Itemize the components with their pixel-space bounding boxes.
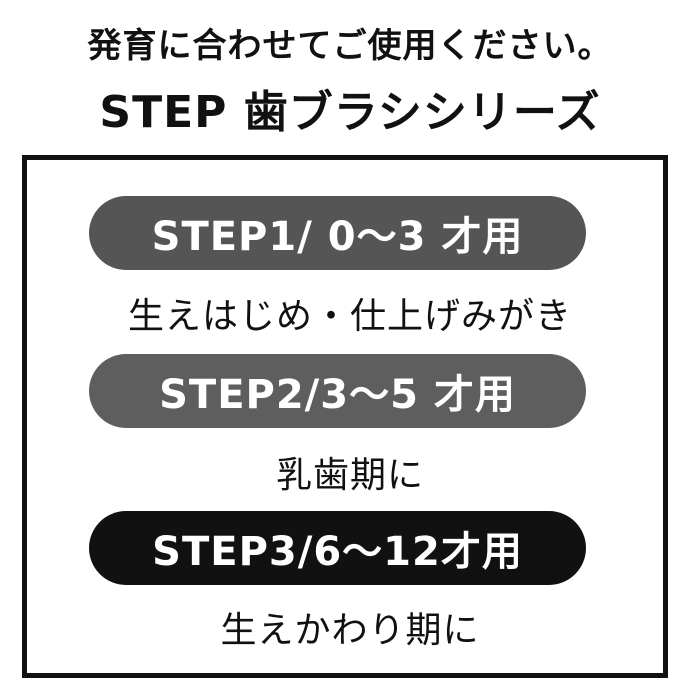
step2-caption: 乳歯期に [275, 455, 424, 496]
step1-badge: STEP1/ 0～3 才用 [89, 196, 586, 270]
step1-caption: 生えはじめ・仕上げみがき [127, 296, 572, 337]
header-instruction: 発育に合わせてご使用ください。 [87, 26, 613, 66]
steps-frame [22, 155, 668, 678]
step2-badge: STEP2/3～5 才用 [89, 354, 586, 428]
step3-caption: 生えかわり期に [220, 610, 480, 651]
series-title: STEP 歯ブラシシリーズ [99, 87, 601, 138]
step3-badge: STEP3/6～12才用 [89, 511, 586, 585]
